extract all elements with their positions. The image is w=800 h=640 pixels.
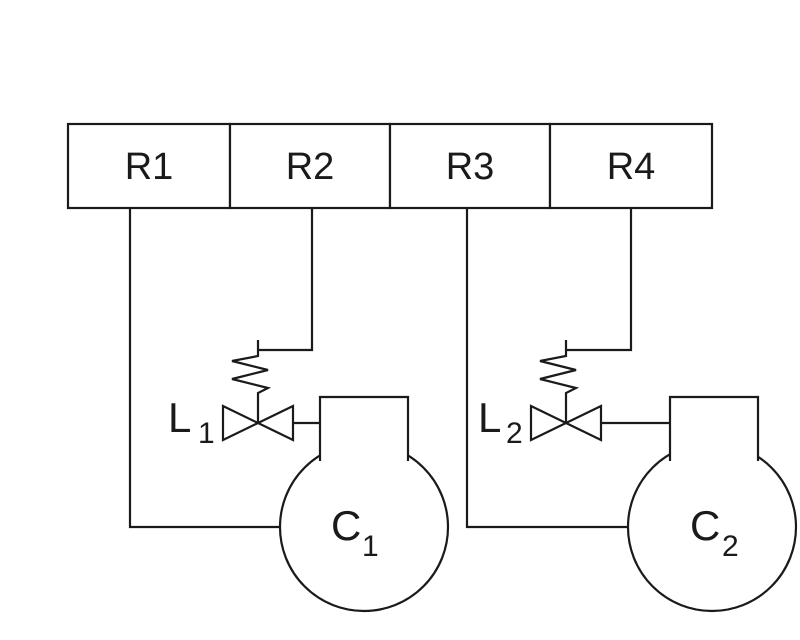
- valve-l1-right-triangle: [255, 404, 295, 442]
- valve-l1-spring: [231, 340, 272, 423]
- terminal-strip: R1 R2 R3 R4: [66, 122, 714, 210]
- vessel-c1-label-subscript: 1: [362, 530, 379, 563]
- box-r2-label: R2: [286, 146, 335, 188]
- box-r1-label: R1: [125, 146, 174, 188]
- box-r3: [388, 122, 552, 210]
- box-r3-label: R3: [446, 146, 495, 188]
- valve-l2-left-triangle: [529, 404, 569, 442]
- line-r2-to-valve-l1: [258, 208, 314, 352]
- box-r4: [548, 122, 714, 210]
- box-r1: [66, 122, 232, 210]
- line-r4-to-valve-l2: [566, 208, 633, 352]
- line-r3-to-c2: [465, 208, 630, 529]
- box-r2: [228, 122, 392, 210]
- vessel-c1-neck: [320, 397, 408, 467]
- vessel-c1-body: [278, 441, 450, 613]
- valve-l2-right-triangle: [563, 404, 603, 442]
- vessel-c1-label-letter: C: [331, 502, 361, 549]
- valve-l1-label-subscript: 1: [198, 417, 215, 450]
- valve-l1-label-letter: L: [168, 394, 191, 441]
- valve-l2-label-subscript: 2: [506, 417, 523, 450]
- line-r1-to-c1: [128, 208, 282, 529]
- vessel-c1-neck-outline: [318, 395, 410, 461]
- vessel-c1: [278, 395, 450, 613]
- valve-l2-spring: [539, 340, 580, 423]
- vessel-c2-neck: [670, 397, 758, 467]
- vessel-c2-label-letter: C: [690, 502, 720, 549]
- valve-l2-label-letter: L: [478, 394, 501, 441]
- vessel-c2-neck-outline: [668, 395, 760, 461]
- box-r4-label: R4: [607, 146, 656, 188]
- valve-l1-left-triangle: [221, 404, 261, 442]
- vessel-c2-label-subscript: 2: [722, 530, 739, 563]
- vessel-c2: [626, 395, 798, 613]
